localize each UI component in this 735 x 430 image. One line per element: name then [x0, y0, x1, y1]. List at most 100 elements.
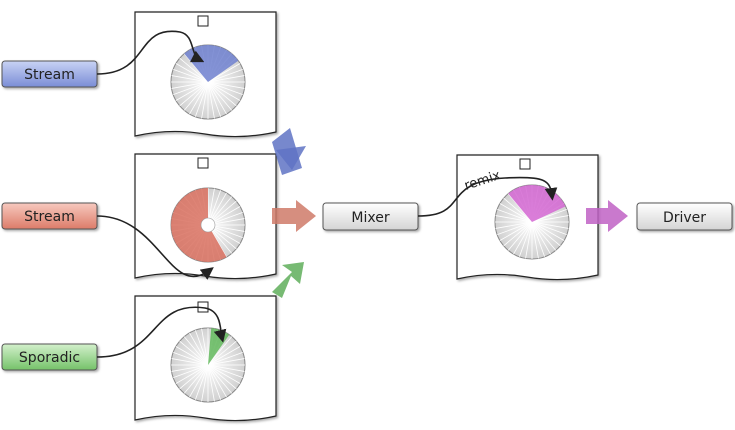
- top-buffer-marker: [197, 15, 209, 27]
- disc-spoke: [175, 346, 209, 366]
- source-stream-mid-label: Stream: [24, 209, 75, 225]
- disc-spoke: [207, 364, 237, 390]
- disc-spoke: [531, 221, 546, 257]
- mid-stream-connector: [96, 215, 214, 280]
- disc-spoke: [531, 221, 565, 241]
- disc-spoke: [207, 351, 243, 366]
- top-arrow-head: [276, 146, 306, 170]
- disc-spoke: [179, 81, 209, 107]
- disc-spoke: [531, 215, 569, 223]
- disc-spoke: [179, 340, 209, 366]
- disc-spoke: [189, 364, 209, 398]
- disc-spoke: [207, 81, 227, 115]
- mixer-buffer-spokes: [495, 185, 569, 259]
- disc-spoke: [207, 364, 243, 379]
- mixer-to-driver-arrow: [586, 200, 628, 232]
- top-buffer-disc: [170, 44, 246, 120]
- disc-spoke: [497, 208, 533, 223]
- disc-spoke: [531, 208, 567, 223]
- disc-spoke: [201, 328, 209, 366]
- disc-spoke: [503, 197, 533, 223]
- mixer-node[interactable]: Mixer: [322, 202, 419, 231]
- source-stream-top-label: Stream: [24, 67, 75, 83]
- disc-spoke: [194, 81, 209, 117]
- disc-spoke: [207, 68, 243, 83]
- disc-spoke: [531, 221, 561, 247]
- mixer-buffer-marker: [519, 158, 531, 170]
- disc-spoke: [207, 81, 222, 117]
- bottom-buffer-box: [134, 295, 277, 422]
- disc-spoke: [179, 364, 209, 390]
- disc-spoke: [497, 221, 533, 236]
- disc-spoke: [175, 63, 209, 83]
- disc-spoke: [207, 346, 241, 366]
- driver-node[interactable]: Driver: [636, 202, 733, 231]
- disc-spoke: [175, 364, 209, 384]
- disc-spoke: [207, 336, 233, 366]
- sporadic-connector: [96, 306, 227, 358]
- disc-spoke: [531, 221, 539, 259]
- bottom-buffer-disc: [170, 327, 246, 403]
- disc-spoke: [175, 81, 209, 101]
- mid-buffer-fill: [171, 188, 227, 263]
- disc-spoke: [201, 364, 209, 402]
- source-stream-mid[interactable]: Stream: [1, 202, 98, 230]
- disc-spoke: [503, 221, 533, 247]
- disc-spoke: [201, 81, 209, 119]
- disc-spoke: [207, 81, 245, 89]
- source-sporadic-label: Sporadic: [19, 350, 80, 366]
- disc-spoke: [207, 364, 233, 394]
- disc-spoke: [207, 364, 241, 384]
- mid-buffer-arrow: [272, 200, 316, 232]
- disc-spoke: [207, 81, 233, 111]
- disc-spoke: [173, 364, 209, 379]
- disc-spoke: [525, 221, 533, 259]
- disc-spoke: [194, 364, 209, 400]
- disc-spoke: [207, 364, 227, 398]
- disc-spoke: [173, 81, 209, 96]
- top-buffer-box: [134, 11, 277, 138]
- disc-spoke: [171, 81, 209, 89]
- mixer-buffer-box: remix: [456, 154, 599, 281]
- disc-spoke: [183, 81, 209, 111]
- source-stream-top[interactable]: Stream: [1, 60, 98, 88]
- disc-spoke: [207, 358, 245, 366]
- source-sporadic[interactable]: Sporadic: [1, 343, 98, 371]
- bottom-buffer-spokes: [171, 328, 245, 402]
- mixer-label: Mixer: [351, 210, 389, 226]
- disc-spoke: [518, 221, 533, 257]
- disc-spoke: [207, 364, 222, 400]
- disc-spoke: [183, 336, 209, 366]
- disc-spoke: [189, 81, 209, 115]
- disc-spoke: [207, 81, 241, 101]
- disc-spoke: [207, 364, 215, 402]
- disc-spoke: [173, 351, 209, 366]
- disc-spoke: [171, 364, 209, 372]
- disc-spoke: [531, 221, 567, 236]
- mixer-buffer-disc: [494, 184, 570, 260]
- disc-spoke: [207, 364, 245, 372]
- disc-spoke: [207, 81, 215, 119]
- disc-spoke: [207, 340, 237, 366]
- driver-label: Driver: [663, 210, 706, 226]
- disc-spoke: [531, 221, 557, 251]
- bottom-buffer-arrow: [272, 262, 304, 298]
- disc-spoke: [189, 332, 209, 366]
- disc-spoke: [179, 57, 209, 83]
- top-stream-connector: [96, 30, 205, 75]
- disc-spoke: [194, 330, 209, 366]
- mid-buffer-marker: [197, 157, 209, 169]
- disc-spoke: [499, 203, 533, 223]
- disc-spoke: [513, 221, 533, 255]
- mixer-to-buffer-connector: [417, 176, 558, 217]
- disc-spoke: [207, 75, 245, 83]
- disc-spoke: [495, 221, 533, 229]
- disc-spoke: [171, 358, 209, 366]
- disc-spoke: [207, 81, 237, 107]
- disc-spoke: [507, 221, 533, 251]
- disc-spoke: [499, 221, 533, 241]
- disc-spoke: [531, 221, 551, 255]
- mid-buffer-disc: [170, 187, 246, 263]
- top-buffer-spokes: [171, 45, 245, 119]
